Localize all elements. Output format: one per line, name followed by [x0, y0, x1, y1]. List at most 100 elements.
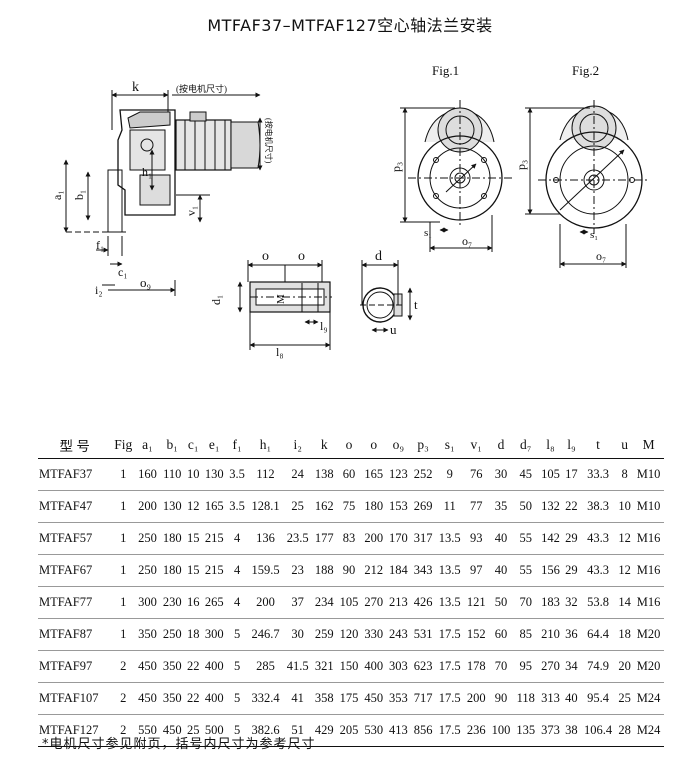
label-k: k: [132, 80, 139, 95]
table-cell: M16: [633, 554, 664, 587]
table-cell: 13.5: [435, 522, 464, 555]
table-cell: 18: [615, 618, 634, 651]
table-cell: 50: [488, 586, 514, 619]
table-cell: 450: [135, 650, 160, 683]
table-cell: 74.9: [580, 650, 616, 683]
table-cell: 35: [488, 490, 514, 523]
table-cell: 64.4: [580, 618, 616, 651]
column-header: t: [580, 432, 616, 459]
table-cell: 160: [135, 458, 160, 491]
table-cell: 90: [488, 682, 514, 715]
table-cell: 332.4: [247, 682, 284, 715]
label-m: M: [275, 294, 287, 304]
table-cell: 29: [562, 522, 581, 555]
table-cell: 25: [184, 714, 202, 747]
table-cell: 250: [159, 618, 185, 651]
table-cell: 270: [361, 586, 387, 619]
table-cell: 180: [159, 554, 185, 587]
table-cell: 426: [410, 586, 436, 619]
fig1-label-s1: s₁: [424, 227, 432, 239]
table-cell: 118: [513, 682, 539, 715]
table-cell: 321: [311, 650, 337, 683]
column-header: b₁: [159, 432, 185, 459]
label-i2: i₂: [95, 283, 103, 297]
fig1-view: [400, 100, 512, 252]
label-o-right: o: [298, 249, 305, 264]
table-cell: 200: [463, 682, 489, 715]
label-d1: d₁: [209, 295, 223, 305]
label-l9: l₉: [320, 319, 328, 333]
table-cell: 40: [562, 682, 581, 715]
fig2-view: [525, 100, 650, 268]
table-cell: 550: [135, 714, 160, 747]
table-cell: 343: [410, 554, 436, 587]
label-h1: h₁: [142, 165, 152, 179]
table-cell: 4: [226, 586, 248, 619]
table-cell: 5: [226, 682, 248, 715]
table-cell: 135: [513, 714, 539, 747]
column-header: l₈: [538, 432, 563, 459]
table-cell: 215: [201, 554, 227, 587]
table-cell: 623: [410, 650, 436, 683]
label-d: d: [375, 249, 382, 264]
column-header: 型 号: [38, 432, 112, 459]
table-cell: 350: [135, 618, 160, 651]
table-cell: 413: [386, 714, 411, 747]
table-cell: 252: [410, 458, 436, 491]
table-cell: 165: [361, 458, 387, 491]
table-cell: 40: [488, 554, 514, 587]
table-cell: 142: [538, 522, 563, 555]
table-cell: 37: [283, 586, 312, 619]
table-cell: 106.4: [580, 714, 616, 747]
table-cell: 330: [361, 618, 387, 651]
table-cell: 2: [111, 650, 136, 683]
table-cell: 36: [562, 618, 581, 651]
table-cell: 70: [513, 586, 539, 619]
table-cell: 400: [201, 650, 227, 683]
fig2-label-o7: o₇: [596, 249, 606, 263]
model-cell: MTFAF57: [38, 522, 112, 555]
column-header: i₂: [283, 432, 312, 459]
table-cell: 9: [435, 458, 464, 491]
table-cell: 429: [311, 714, 337, 747]
table-cell: 29: [562, 554, 581, 587]
table-cell: M10: [633, 458, 664, 491]
column-header: o: [336, 432, 362, 459]
table-cell: 105: [336, 586, 362, 619]
fig2-label-s1: s₁: [590, 229, 598, 241]
table-cell: 300: [135, 586, 160, 619]
table-cell: 162: [311, 490, 337, 523]
table-cell: 303: [386, 650, 411, 683]
table-cell: 60: [488, 618, 514, 651]
table-cell: M20: [633, 618, 664, 651]
table-cell: 234: [311, 586, 337, 619]
table-cell: 22: [184, 650, 202, 683]
table-cell: M24: [633, 714, 664, 747]
table-cell: 400: [361, 650, 387, 683]
label-f1: f₁: [96, 238, 104, 252]
column-header: s₁: [435, 432, 464, 459]
table-cell: 70: [488, 650, 514, 683]
column-header: u: [615, 432, 634, 459]
table-cell: 41: [283, 682, 312, 715]
table-cell: 400: [201, 682, 227, 715]
table-cell: 530: [361, 714, 387, 747]
table-cell: 12: [615, 554, 634, 587]
table-cell: 8: [615, 458, 634, 491]
table-cell: 500: [201, 714, 227, 747]
table-cell: 34: [562, 650, 581, 683]
model-cell: MTFAF127: [38, 714, 112, 747]
table-cell: 11: [435, 490, 464, 523]
motor-note-vertical: (按电机尺寸): [264, 118, 274, 164]
table-cell: 200: [135, 490, 160, 523]
table-cell: 259: [311, 618, 337, 651]
table-cell: 121: [463, 586, 489, 619]
table-cell: 10: [184, 458, 202, 491]
label-t: t: [414, 297, 418, 312]
table-cell: 13.5: [435, 586, 464, 619]
